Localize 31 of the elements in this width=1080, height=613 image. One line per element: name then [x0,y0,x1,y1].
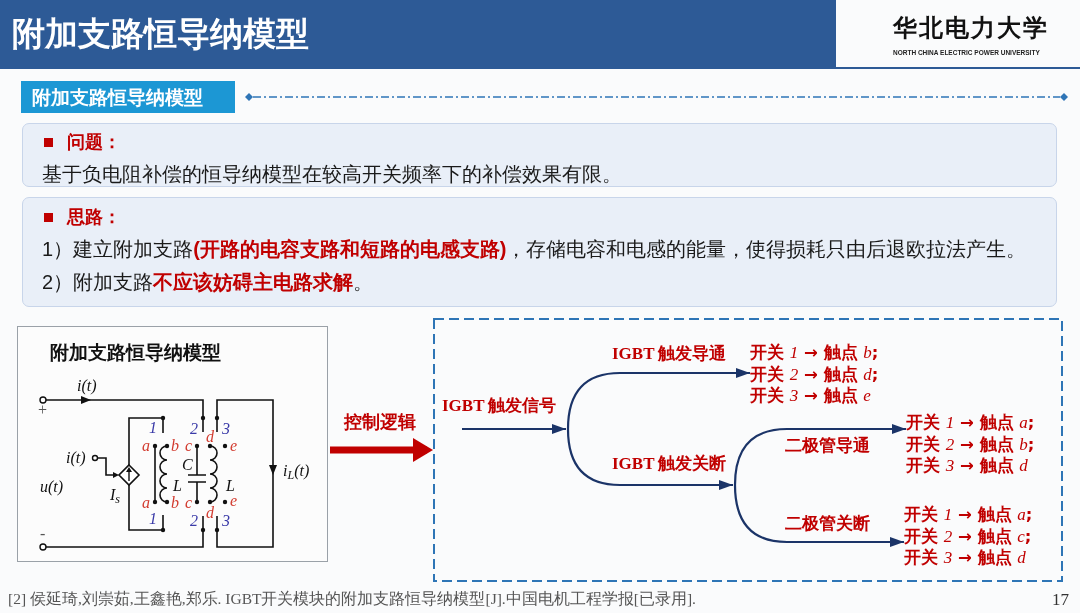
flow-label: IGBT 触发关断 [612,455,727,472]
page-title: 附加支路恒导纳模型 [12,17,309,50]
switch-result-text: 开关 1 → 触点 b; 开关 2 → 触点 d; 开关 3 → 触点 e [750,342,895,408]
university-name: 华北电力大学 [893,16,1049,40]
circuit-label: i$_{L}$(t) [283,463,310,479]
arrow [462,424,566,434]
arrow [566,368,750,430]
panel-text: 1）建立附加支路(开路的电容支路和短路的电感支路)，存储电容和电感的能量，使得损耗只由后退欧拉法产生。 [42,237,1028,262]
note-panel [22,123,1057,187]
arrow [733,484,904,547]
section-tab: 附加支路恒导纳模型 [21,81,235,113]
reference-footnote: [2] 侯延琦,刘崇茹,王鑫艳,郑乐. IGBT开关模块的附加支路恒导纳模型[J].中国电机工程学报[已录用]. [8,591,696,607]
circuit-label: i(t) [77,378,97,394]
panel-text: 2）附加支路不应该妨碍主电路求解。 [42,270,375,295]
switch-result-text: 开关 1 → 触点 a; 开关 2 → 触点 c; 开关 3 → 触点 d [904,504,1049,570]
thick-arrow [330,438,433,462]
arrow [566,428,733,490]
switch-result-text: 开关 1 → 触点 a; 开关 2 → 触点 b; 开关 3 → 触点 d [906,412,1051,478]
page-number: 17 [1052,591,1069,608]
edge-label: IGBT 触发导通 [612,345,727,362]
edge-label: 控制逻辑 [344,413,416,431]
arrow [733,424,906,486]
panel-text: 基于负电阻补偿的恒导纳模型在较高开关频率下的补偿效果有限。 [42,162,623,187]
edge-label: 二极管关断 [785,515,870,532]
panel-title: 附加支路恒导纳模型 [50,343,221,362]
flow-label: IGBT 触发信号 [442,397,557,414]
note-panel [22,197,1057,307]
dashed-frame [433,318,1063,582]
panel-heading: 问题： [67,131,121,154]
panel-heading: 思路： [67,206,121,229]
edge-label: 二极管导通 [785,437,870,454]
